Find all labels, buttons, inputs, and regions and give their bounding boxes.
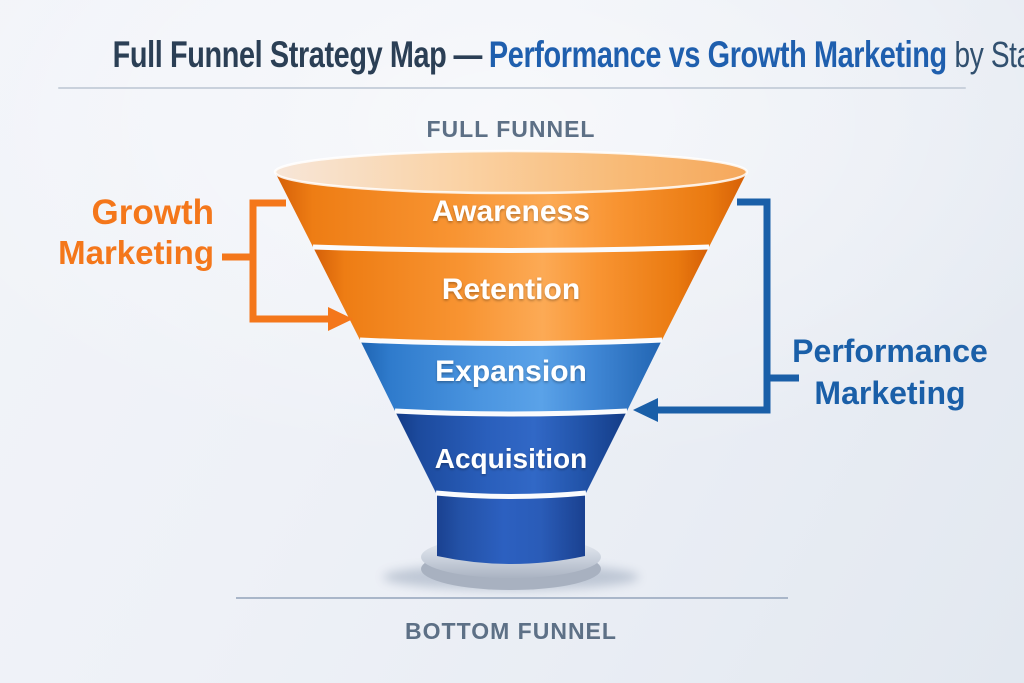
growth-arrowhead-icon [328,307,353,331]
performance-label-line1: Performance [792,333,988,369]
title-suffix: by Stage [954,34,1024,75]
growth-bracket-line [249,199,330,323]
performance-marketing-annotation: Performance Marketing [633,198,988,422]
performance-bracket-line [656,198,771,414]
title-highlight: Performance vs Growth Marketing [488,34,947,75]
stage-awareness-shape [275,172,747,251]
growth-label-line2: Marketing [58,234,214,271]
funnel-top-rim [273,149,749,195]
title-divider [58,87,966,89]
stage-label-retention: Retention [442,273,580,306]
performance-arrowhead-icon [633,398,658,422]
stage-label-expansion: Expansion [435,355,587,388]
stage-expansion-shape [360,340,662,414]
full-funnel-caption: FULL FUNNEL [426,116,595,142]
separator-expansion-acquisition [394,408,628,417]
page-title: Full Funnel Strategy Map—Performance vs … [112,34,1024,76]
separator-acquisition-spout [435,490,587,499]
title-separator: — [453,34,482,75]
separator-retention-expansion [359,337,663,346]
funnel-spout [437,493,585,564]
growth-marketing-annotation: Growth Marketing [58,193,353,331]
stage-retention-shape [313,247,709,344]
stage-label-acquisition: Acquisition [435,443,587,474]
stage-acquisition-shape [395,411,627,497]
bottom-funnel-caption: BOTTOM FUNNEL [405,618,617,644]
performance-label-line2: Marketing [814,375,965,411]
stage-label-awareness: Awareness [432,195,590,228]
growth-label-line1: Growth [92,193,214,232]
title-main: Full Funnel Strategy Map [112,34,447,75]
separator-awareness-retention [312,244,710,253]
